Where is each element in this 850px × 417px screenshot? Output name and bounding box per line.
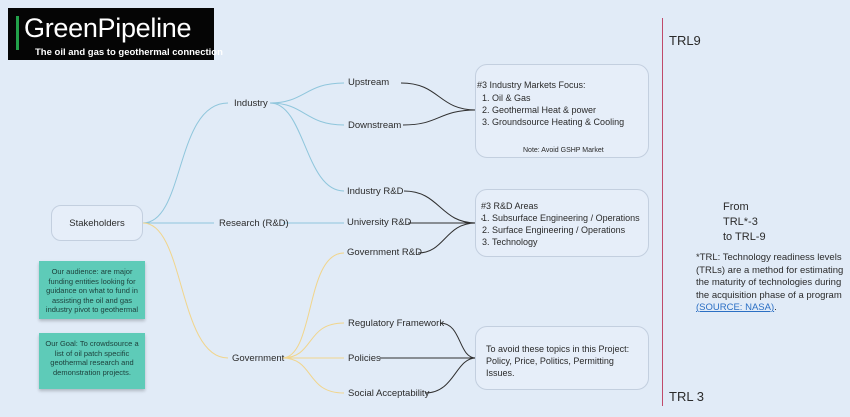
avoid-text: To avoid these topics in this Project: P… (486, 344, 630, 378)
connector-industry-rd-card (403, 190, 477, 224)
connector-root-government (142, 222, 229, 359)
connector-government-rd-card (417, 222, 477, 254)
trl-range-line1: From (723, 201, 749, 213)
trl-top-label: TRL9 (669, 33, 701, 48)
nasa-source-link[interactable]: (SOURCE: NASA) (696, 302, 775, 313)
goal-text: Our Goal: To crowdsource a list of oil p… (45, 339, 139, 377)
root-label: Stakeholders (69, 217, 125, 229)
logo-title: GreenPipeline (24, 13, 192, 43)
leaf-social-acceptability[interactable]: Social Acceptability (348, 388, 430, 399)
leaf-upstream[interactable]: Upstream (348, 77, 390, 88)
leaf-policies[interactable]: Policies (348, 353, 381, 364)
markets-item: Geothermal Heat & power (492, 104, 624, 116)
connector-government-social (281, 357, 345, 394)
rd-list: Subsurface Engineering / Operations Surf… (476, 212, 640, 248)
connector-industry-upstream (269, 82, 345, 104)
sticky-note-goal[interactable]: Our Goal: To crowdsource a list of oil p… (39, 333, 145, 389)
logo-subtitle: The oil and gas to geothermal connection (35, 47, 223, 58)
rd-item: Subsurface Engineering / Operations (492, 212, 640, 224)
connector-government-regulatory (281, 322, 345, 359)
connector-upstream-markets (400, 82, 477, 111)
connector-government-government-rd (281, 252, 345, 359)
trl-scale-line (662, 18, 663, 406)
audience-text: Our audience: are major funding entities… (45, 267, 139, 314)
trl-bottom-label: TRL 3 (669, 389, 704, 404)
markets-item: Groundsource Heating & Cooling (492, 116, 624, 128)
bullet-dot (481, 218, 483, 220)
trl-range-text: From TRL*-3 to TRL-9 (723, 200, 766, 245)
sticky-note-audience[interactable]: Our audience: are major funding entities… (39, 261, 145, 319)
leaf-government-rd[interactable]: Government R&D (347, 247, 422, 258)
branch-research[interactable]: Research (R&D) (219, 218, 289, 229)
leaf-regulatory-framework[interactable]: Regulatory Framework (348, 318, 445, 329)
card-rd-areas[interactable]: #3 R&D Areas Subsurface Engineering / Op… (475, 189, 649, 257)
greenpipeline-logo: GreenPipeline The oil and gas to geother… (8, 8, 223, 60)
trl-range-line3: to TRL-9 (723, 231, 766, 243)
markets-list: Oil & Gas Geothermal Heat & power Ground… (476, 92, 624, 128)
connector-social-avoid (424, 357, 477, 394)
markets-note: Note: Avoid GSHP Market (523, 147, 604, 154)
card-avoid-topics[interactable]: To avoid these topics in this Project: P… (475, 326, 649, 390)
connector-regulatory-avoid (439, 322, 477, 359)
leaf-downstream[interactable]: Downstream (348, 120, 402, 131)
branch-government[interactable]: Government (232, 353, 285, 364)
leaf-industry-rd[interactable]: Industry R&D (347, 186, 404, 197)
trl-range-line2: TRL*-3 (723, 216, 758, 228)
leaf-university-rd[interactable]: University R&D (347, 217, 412, 228)
connector-industry-industry-rd (269, 102, 345, 192)
rd-item: Technology (492, 236, 640, 248)
connector-downstream-markets (402, 109, 477, 126)
connector-root-industry (142, 102, 229, 224)
rd-heading: #3 R&D Areas (481, 201, 539, 211)
markets-heading: #3 Industry Markets Focus: (477, 80, 586, 90)
connector-industry-downstream (269, 102, 345, 126)
markets-item: Oil & Gas (492, 92, 624, 104)
rd-item: Surface Engineering / Operations (492, 224, 640, 236)
footnote-period: . (774, 302, 777, 313)
mindmap-root-stakeholders[interactable]: Stakeholders (51, 205, 143, 241)
logo-accent-bar (16, 16, 19, 50)
trl-footnote: *TRL: Technology readiness levels (TRLs)… (696, 252, 846, 315)
card-industry-markets[interactable]: #3 Industry Markets Focus: Oil & Gas Geo… (475, 64, 649, 158)
branch-industry[interactable]: Industry (234, 98, 268, 109)
trl-footnote-text: *TRL: Technology readiness levels (TRLs)… (696, 252, 844, 301)
